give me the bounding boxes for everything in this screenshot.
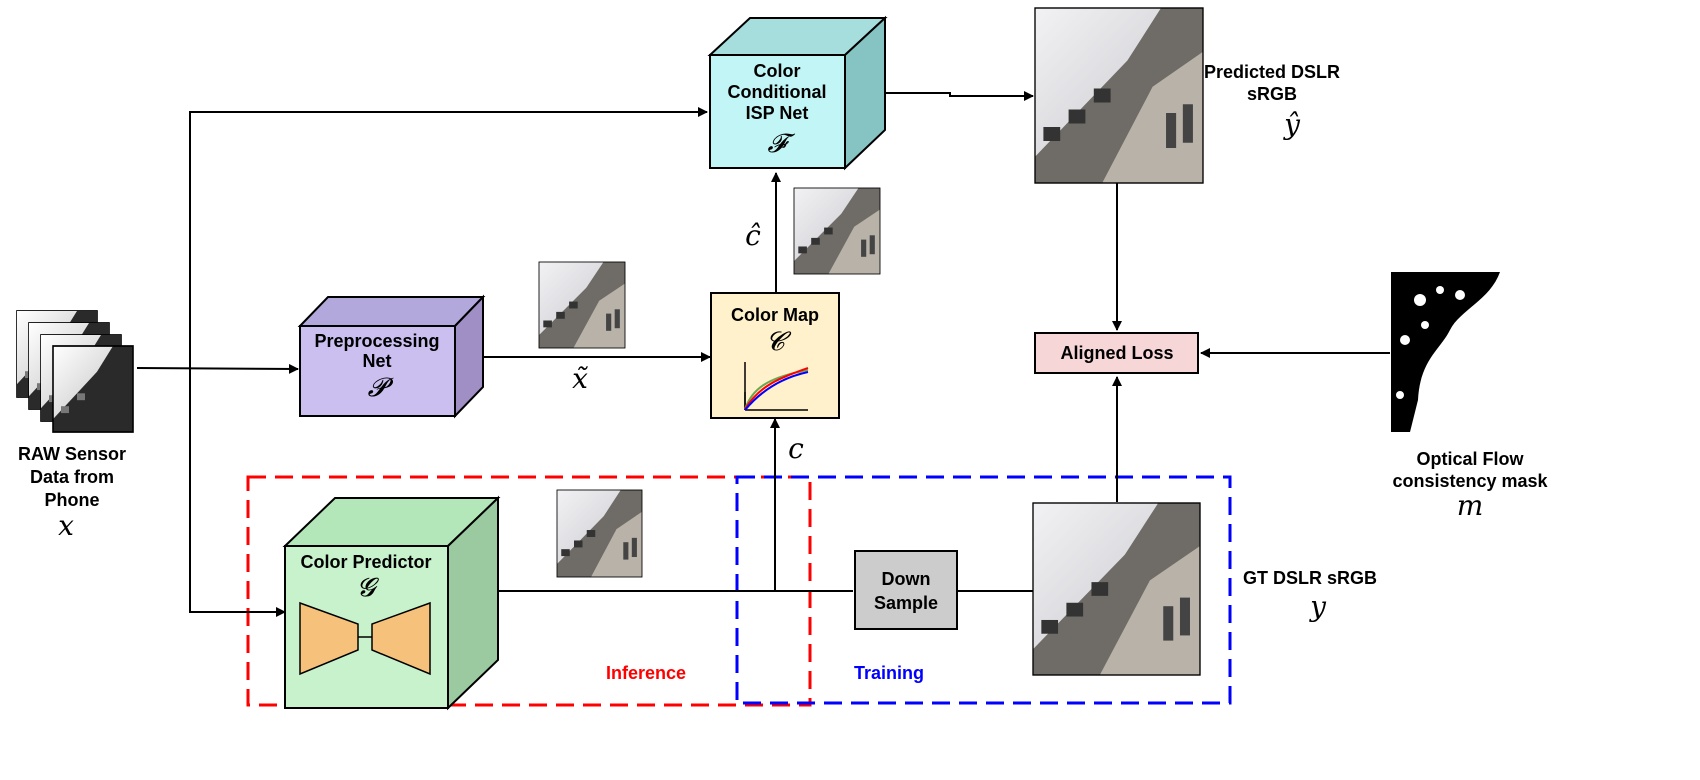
x-tilde-label: x̃ xyxy=(572,362,588,395)
color-map-block xyxy=(710,292,840,419)
gt-srgb-image xyxy=(1032,502,1201,676)
isp-label-2: Conditional xyxy=(728,82,827,102)
predicted-label-2: sRGB xyxy=(1247,84,1297,104)
predicted-symbol: ŷ xyxy=(1282,108,1301,141)
isp-net-block xyxy=(707,15,888,171)
isp-label-1: Color xyxy=(754,61,801,81)
mask-label-1: Optical Flow xyxy=(1416,449,1524,469)
preprocessing-net-block xyxy=(297,294,486,419)
aligned-loss-block xyxy=(1034,332,1199,374)
pre-label-2: Net xyxy=(362,351,391,371)
connectors xyxy=(136,91,1390,617)
c-hat-label: ĉ xyxy=(745,219,761,252)
down-sample-block xyxy=(854,550,958,630)
isp-label-3: ISP Net xyxy=(746,103,809,123)
down-sample-label-1: Down xyxy=(882,569,931,589)
raw-label-2: Data from xyxy=(30,467,114,487)
color-predictor-thumbnail xyxy=(556,489,643,578)
decoder-icon xyxy=(371,601,431,676)
predicted-color-thumbnail xyxy=(793,187,881,275)
mask-label-2: consistency mask xyxy=(1392,471,1548,491)
predicted-srgb-image xyxy=(1034,7,1204,184)
training-label: Training xyxy=(854,663,924,683)
raw-label-1: RAW Sensor xyxy=(18,444,126,464)
inference-label: Inference xyxy=(606,663,686,683)
predicted-label-1: Predicted DSLR xyxy=(1204,62,1340,82)
c-label: c xyxy=(788,432,804,465)
gt-symbol: y xyxy=(1308,590,1327,623)
pre-label-1: Preprocessing xyxy=(314,331,439,351)
color-map-label: Color Map xyxy=(731,305,819,325)
aligned-loss-label: Aligned Loss xyxy=(1060,343,1173,363)
color-curves-icon xyxy=(744,362,809,411)
down-sample-label-2: Sample xyxy=(874,593,938,613)
raw-symbol: x xyxy=(58,509,74,542)
preprocessed-thumbnail xyxy=(538,261,626,349)
raw-label-3: Phone xyxy=(44,490,99,510)
gt-label: GT DSLR sRGB xyxy=(1243,568,1377,588)
raw-input-stack xyxy=(16,310,134,433)
encoder-icon xyxy=(299,601,359,676)
color-predictor-block xyxy=(282,495,501,711)
predictor-label: Color Predictor xyxy=(300,552,431,572)
predictor-symbol: 𝓖 xyxy=(357,573,380,603)
optical-flow-mask-image xyxy=(1391,272,1547,432)
mask-symbol: m xyxy=(1457,489,1484,522)
